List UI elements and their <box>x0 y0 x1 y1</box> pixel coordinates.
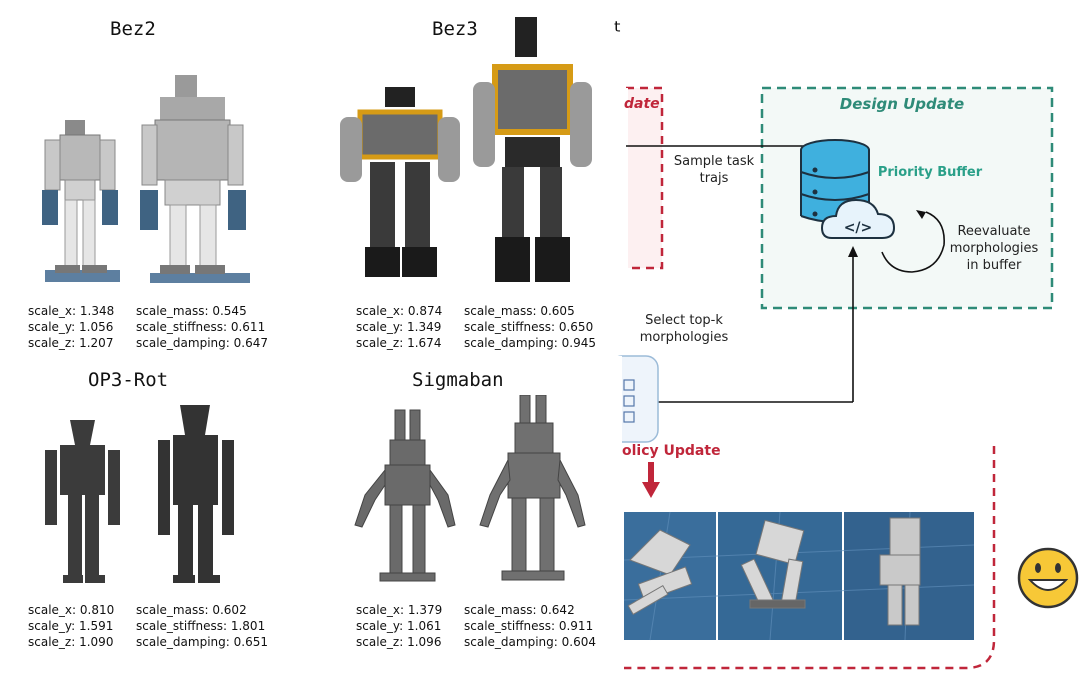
param-value: 1.061 <box>407 619 442 633</box>
param-value: 1.801 <box>230 619 266 633</box>
param-value: 1.207 <box>79 336 114 350</box>
sigmaban-robot-image <box>354 395 586 582</box>
param-value: 1.348 <box>79 304 115 318</box>
param-value: 1.379 <box>407 603 443 617</box>
param-label: scale_x: <box>356 603 405 617</box>
param-value: 0.604 <box>561 635 596 649</box>
param-value: 0.611 <box>230 320 266 334</box>
param-value: 0.874 <box>407 304 443 318</box>
param-value: 0.602 <box>212 603 247 617</box>
reevaluate-text-line: in buffer <box>966 258 1022 273</box>
param-label: scale_stiffness: <box>464 619 556 633</box>
reevaluate-text: Reevaluate morphologies in buffer <box>946 223 1042 274</box>
param-label: scale_damping: <box>464 635 558 649</box>
reevaluate-text-line: Reevaluate <box>957 224 1031 239</box>
sample-text-line: trajs <box>699 171 729 186</box>
param-label: scale_y: <box>356 320 404 334</box>
policy-update-box <box>624 446 996 670</box>
param-label: scale_mass: <box>136 603 209 617</box>
param-value: 0.605 <box>540 304 575 318</box>
param-value: 0.647 <box>233 336 268 350</box>
clipped-update-box <box>620 86 664 270</box>
sigmaban-params-right: scale_mass: 0.642 scale_stiffness: 0.911… <box>464 602 596 650</box>
param-label: scale_damping: <box>464 336 558 350</box>
param-label: scale_z: <box>356 336 404 350</box>
param-value: 0.650 <box>558 320 594 334</box>
param-label: scale_y: <box>356 619 404 633</box>
param-label: scale_stiffness: <box>464 320 556 334</box>
code-icon-glyph: </> <box>844 220 873 236</box>
param-value: 0.642 <box>540 603 575 617</box>
param-label: scale_damping: <box>136 635 230 649</box>
grinning-emoji-icon <box>1017 547 1079 609</box>
param-value: 0.945 <box>561 336 596 350</box>
param-label: scale_stiffness: <box>136 320 228 334</box>
param-label: scale_x: <box>356 304 405 318</box>
bez2-params-left: scale_x: 1.348 scale_y: 1.056 scale_z: 1… <box>28 303 114 351</box>
robot-title-bez3: Bez3 <box>432 18 478 40</box>
param-value: 1.591 <box>79 619 114 633</box>
sample-text-line: Sample task <box>673 154 755 169</box>
param-value: 0.651 <box>233 635 268 649</box>
cloud-code-icon: </> <box>820 198 896 239</box>
simulation-image-strip <box>623 511 975 641</box>
bez3-robot-image <box>340 17 592 282</box>
design-update-title: Design Update <box>840 95 964 113</box>
sigmaban-params-left: scale_x: 1.379 scale_y: 1.061 scale_z: 1… <box>356 602 442 650</box>
reevaluate-text-line: morphologies <box>949 241 1039 256</box>
robot-title-sigmaban: Sigmaban <box>412 369 504 391</box>
param-label: scale_mass: <box>464 603 537 617</box>
bez3-params-right: scale_mass: 0.605 scale_stiffness: 0.650… <box>464 303 596 351</box>
bez2-robot-image <box>42 75 250 283</box>
select-text-line: Select top-k <box>645 313 723 328</box>
param-label: scale_x: <box>28 603 77 617</box>
param-value: 1.674 <box>407 336 442 350</box>
param-value: 1.090 <box>79 635 114 649</box>
param-label: scale_z: <box>28 635 76 649</box>
param-label: scale_z: <box>356 635 404 649</box>
op3-rot-params-right: scale_mass: 0.602 scale_stiffness: 1.801… <box>136 602 268 650</box>
up-arrowhead <box>848 246 858 257</box>
param-label: scale_x: <box>28 304 77 318</box>
select-text-line: morphologies <box>639 330 729 345</box>
cycle-arrow-icon <box>881 210 945 273</box>
clipped-morphology-card <box>600 355 659 444</box>
robot-title-bez2: Bez2 <box>110 18 156 40</box>
robot-title-op3-rot: OP3-Rot <box>88 369 169 391</box>
op3-rot-params-left: scale_x: 0.810 scale_y: 1.591 scale_z: 1… <box>28 602 114 650</box>
param-value: 1.349 <box>407 320 442 334</box>
param-value: 0.911 <box>558 619 594 633</box>
param-label: scale_damping: <box>136 336 230 350</box>
param-label: scale_mass: <box>136 304 209 318</box>
param-value: 0.545 <box>212 304 247 318</box>
param-label: scale_mass: <box>464 304 537 318</box>
clipped-header-glyph: ᵗ <box>614 17 622 47</box>
param-label: scale_y: <box>28 320 76 334</box>
op3-rot-robot-image <box>45 405 234 583</box>
sample-task-trajs-text: Sample task trajs <box>668 153 760 187</box>
bez2-params-right: scale_mass: 0.545 scale_stiffness: 0.611… <box>136 303 268 351</box>
down-arrow-icon <box>642 462 660 498</box>
param-value: 0.810 <box>79 603 115 617</box>
priority-buffer-label: Priority Buffer <box>878 165 983 180</box>
param-label: scale_y: <box>28 619 76 633</box>
bez3-params-left: scale_x: 0.874 scale_y: 1.349 scale_z: 1… <box>356 303 442 351</box>
param-label: scale_z: <box>28 336 76 350</box>
param-value: 1.096 <box>407 635 442 649</box>
param-label: scale_stiffness: <box>136 619 228 633</box>
design-update-diagram: ᵗ date Design Update </> Priority Buffer <box>600 17 1079 670</box>
param-value: 1.056 <box>79 320 114 334</box>
select-top-k-text: Select top-k morphologies <box>634 312 734 346</box>
clipped-update-label: date <box>624 96 660 112</box>
policy-update-label: olicy Update <box>622 443 721 459</box>
